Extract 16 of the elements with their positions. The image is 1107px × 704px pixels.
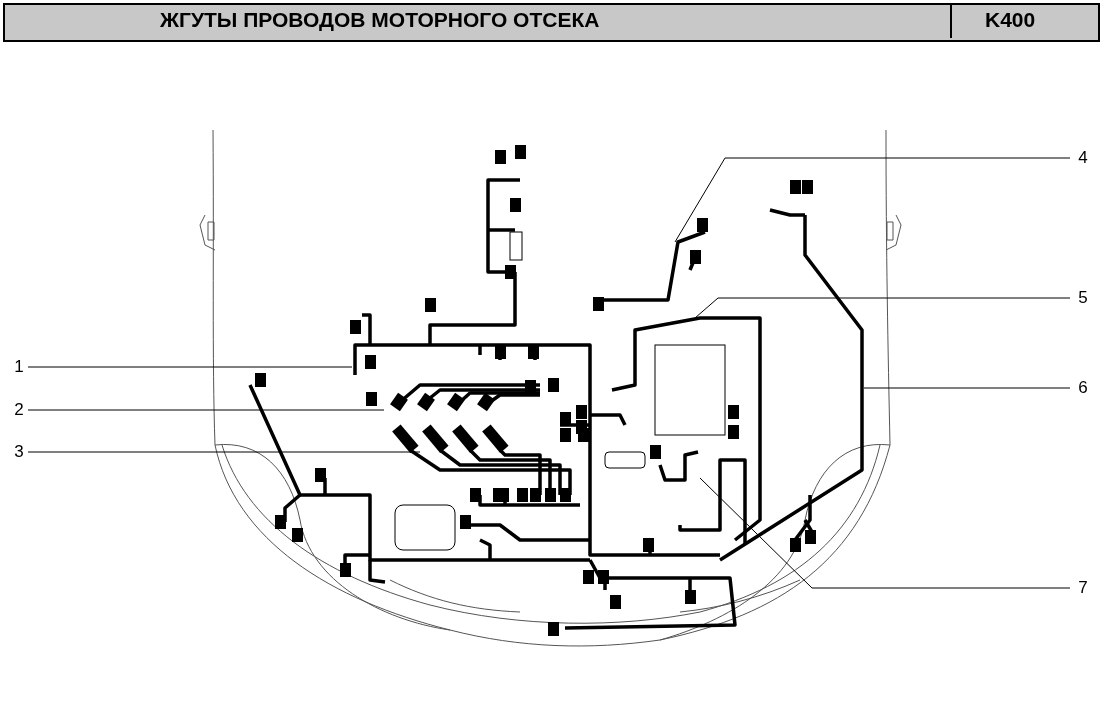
leader-line: [863, 387, 1071, 389]
leader-line: [699, 477, 1071, 589]
section-code: K400: [985, 8, 1036, 32]
callout-number: 3: [12, 443, 26, 461]
callout-number: 2: [12, 401, 26, 419]
leader-line: [27, 451, 421, 453]
callout-number: 4: [1076, 149, 1090, 167]
callout-number: 6: [1076, 379, 1090, 397]
callout-number: 7: [1076, 579, 1090, 597]
leader-line: [694, 297, 1071, 319]
leader-line: [674, 157, 1071, 243]
callout-number: 1: [12, 358, 26, 376]
callout-number: 5: [1076, 289, 1090, 307]
title: ЖГУТЫ ПРОВОДОВ МОТОРНОГО ОТСЕКА: [160, 8, 600, 32]
leader-line: [27, 409, 385, 411]
leader-line: [27, 366, 353, 368]
